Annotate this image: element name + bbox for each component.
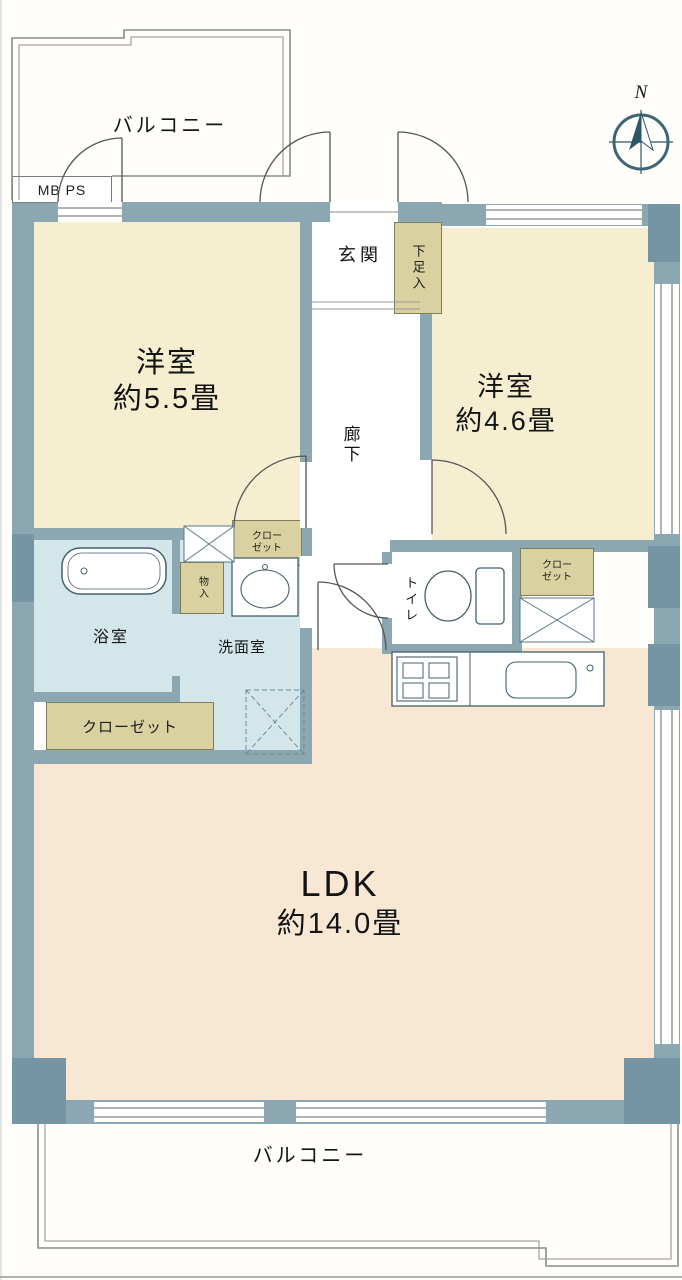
washroom-text: 洗面室 — [217, 638, 266, 656]
balcony-bottom-text: バルコニー — [252, 1144, 368, 1167]
closet-right-label-line2: ゼット — [542, 572, 572, 583]
door-arc-entrance-right — [397, 131, 469, 203]
storage-box: 物入 — [180, 562, 224, 614]
wall-top-right — [442, 204, 654, 226]
shoe-storage-box: 下足入 — [394, 222, 442, 314]
pillar-right-mid1 — [648, 546, 680, 608]
pillar-left-mid — [12, 534, 34, 602]
balcony-top-label: バルコニー — [95, 112, 245, 140]
compass-icon — [609, 110, 673, 174]
room2-size: 約4.6畳 — [455, 406, 557, 436]
storage-label: 物入 — [196, 576, 208, 600]
closet-left-label: クローゼット — [81, 718, 178, 736]
room1-size: 約5.5畳 — [112, 383, 222, 415]
corridor-label: 廊下 — [336, 408, 364, 482]
wall-bath-south — [34, 692, 180, 702]
shoe-storage-label: 下足入 — [410, 244, 426, 292]
closet-top-label-line2: ゼット — [252, 543, 282, 554]
toilet-label: トイレ — [398, 560, 422, 640]
closet-top-box: クロー ゼット — [232, 520, 302, 566]
wall-left — [12, 202, 34, 1122]
door-gap-room2 — [420, 460, 432, 536]
wall-toilet-south — [382, 644, 522, 654]
closet-right-box: クロー ゼット — [520, 548, 594, 596]
wall-room1-east — [300, 222, 312, 462]
door-arc-entrance-left — [259, 131, 331, 203]
door-gap-room1 — [300, 462, 312, 528]
pillar-bottom-left — [12, 1058, 66, 1124]
mb-ps-label: MB PS — [37, 181, 87, 198]
wall-toilet-west-top — [382, 552, 392, 564]
bathroom-text: 浴室 — [92, 629, 129, 646]
genkan-text: 玄関 — [338, 244, 382, 265]
balcony-bottom-label: バルコニー — [230, 1142, 390, 1170]
wall-bath-divider — [172, 540, 180, 692]
room1-name: 洋室 — [135, 346, 198, 379]
genkan-label: 玄関 — [318, 242, 402, 268]
ldk-name: LDK — [300, 863, 380, 905]
north-text: N — [634, 82, 648, 104]
pillar-right-mid2 — [648, 644, 680, 706]
toilet-text: トイレ — [403, 576, 419, 624]
pillar-top-right — [648, 204, 680, 262]
balcony-top-text: バルコニー — [112, 114, 228, 137]
room-bathroom — [34, 540, 172, 692]
wall-top-mid — [398, 202, 442, 222]
ldk-size: 約14.0畳 — [276, 908, 404, 941]
wall-top-left — [12, 202, 330, 222]
north-label: N — [628, 80, 654, 106]
room-ldk-left — [34, 764, 312, 1100]
room-ldk-right — [312, 648, 654, 1100]
pillar-bottom-right — [624, 1058, 680, 1124]
hatch-box-right — [519, 597, 595, 643]
closet-top-label-line1: クロー — [252, 531, 282, 542]
wall-under-closet — [34, 750, 304, 764]
closet-right-label-line1: クロー — [542, 560, 572, 571]
room2-name: 洋室 — [477, 372, 535, 403]
mb-ps-box: MB PS — [12, 176, 112, 203]
wall-toilet-west-bottom — [382, 618, 392, 654]
entrance-door-gap — [330, 202, 398, 222]
room1-label: 洋室 約5.5畳 — [58, 336, 276, 426]
corridor-text: 廊下 — [340, 425, 360, 465]
room2-label: 洋室 約4.6畳 — [400, 362, 612, 448]
ldk-label: LDK 約14.0畳 — [190, 850, 490, 954]
bathroom-label: 浴室 — [78, 626, 144, 650]
wall-bottom — [12, 1100, 680, 1124]
closet-left-box: クローゼット — [46, 702, 214, 750]
wall-toilet-east — [512, 552, 522, 654]
washroom-label: 洗面室 — [196, 636, 288, 660]
